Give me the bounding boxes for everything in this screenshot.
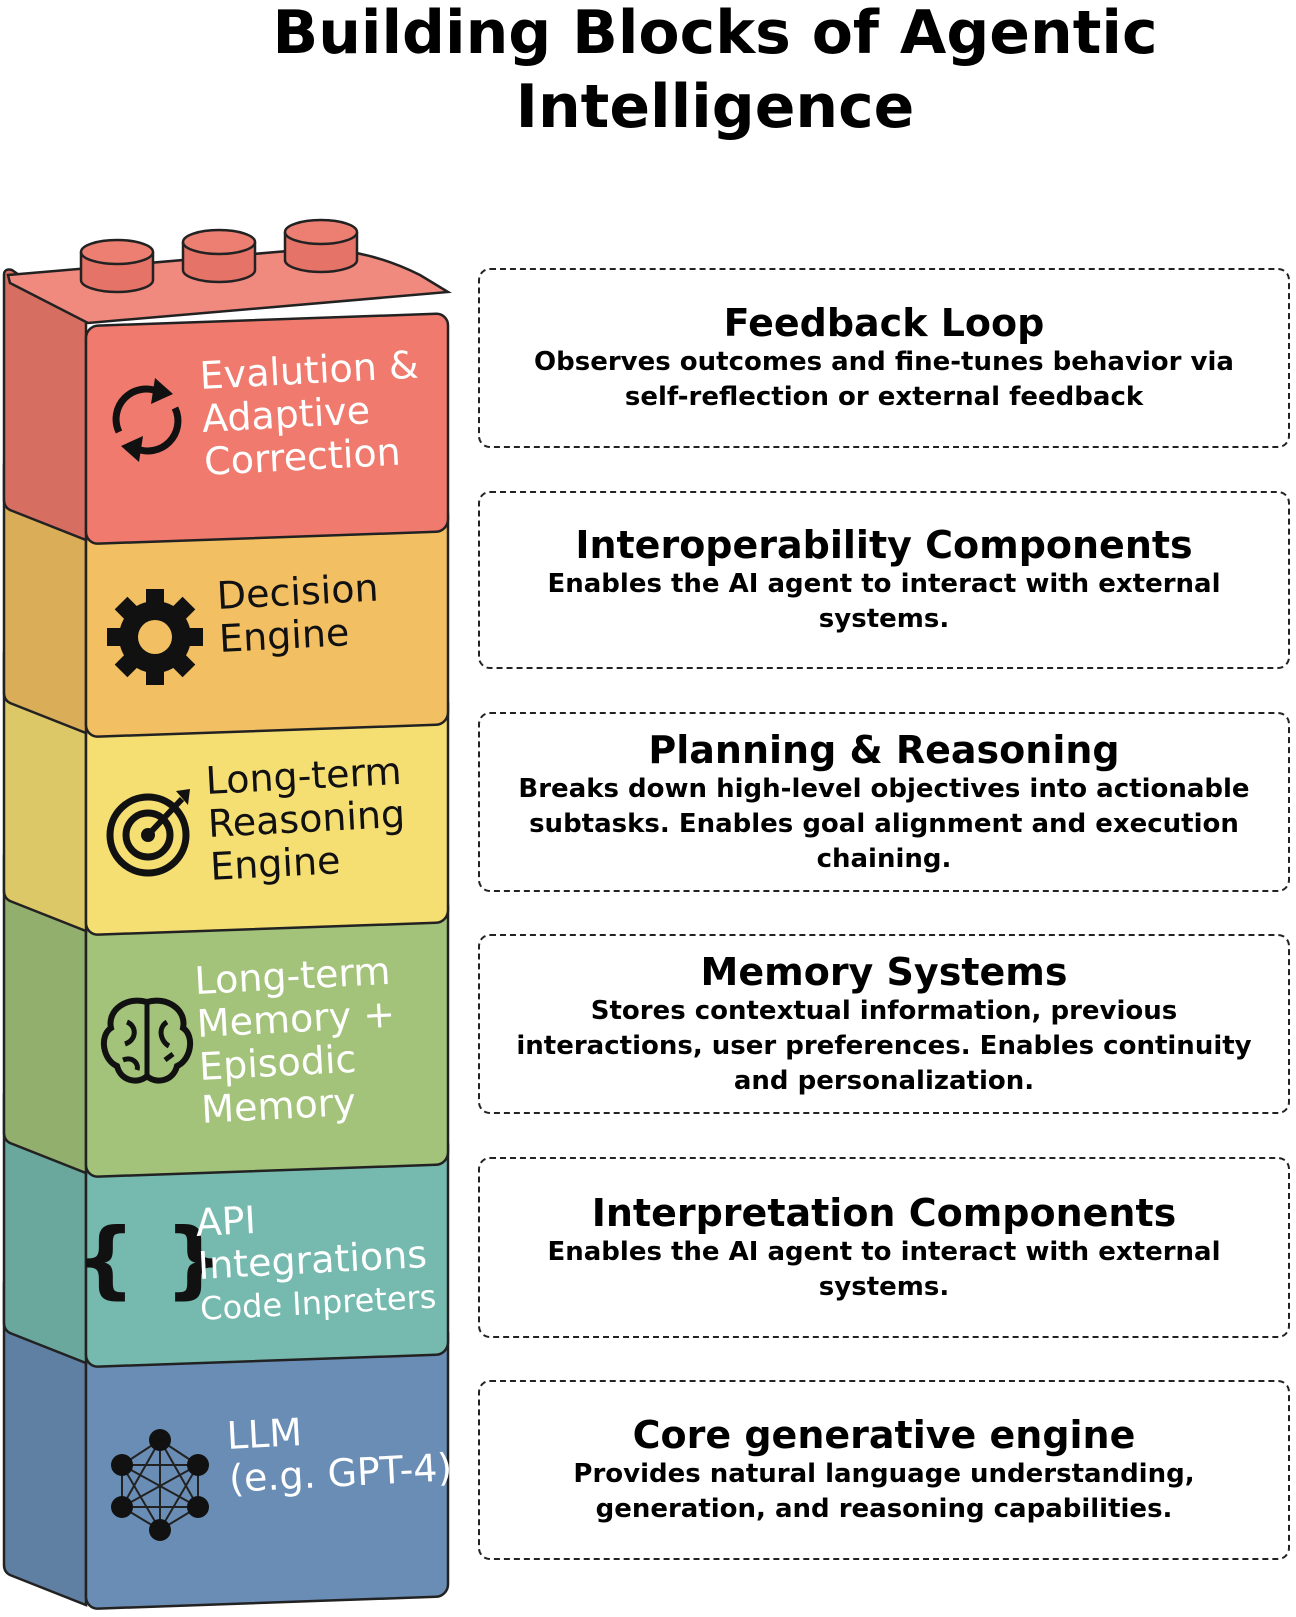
brain-icon: [100, 997, 194, 1084]
block-stack: { }: [2, 218, 452, 1610]
block-0: [2, 268, 450, 545]
block-2: [2, 646, 450, 936]
card-title: Memory Systems: [700, 949, 1068, 994]
stud: [283, 218, 359, 274]
block-top: [6, 218, 452, 325]
page-title: Building Blocks of Agentic Intelligence: [250, 0, 1180, 144]
svg-text:{ }: { }: [76, 1210, 225, 1308]
block-front-face: [84, 312, 450, 545]
block-label-line: Decision: [215, 565, 380, 618]
card-desc: Enables the AI agent to interact with ex…: [547, 1236, 1221, 1302]
block-3: [2, 849, 450, 1178]
card-feedback-loop: Feedback Loop Observes outcomes and fine…: [478, 268, 1290, 448]
refresh-icon: [112, 378, 182, 462]
block-label-line: Engine: [217, 610, 351, 661]
card-desc: Observes outcomes and fine-tunes behavio…: [534, 347, 1234, 412]
card-title: Planning & Reasoning: [648, 727, 1120, 772]
card-planning-reasoning: Planning & Reasoning Breaks down high-le…: [478, 712, 1290, 892]
card-desc: Breaks down high-level objectives into a…: [518, 773, 1250, 874]
stud: [181, 228, 257, 284]
card-desc: Stores contextual information, previous …: [516, 995, 1252, 1096]
card-desc: Provides natural language understanding,…: [573, 1459, 1195, 1524]
card-title: Interpretation Components: [591, 1190, 1177, 1235]
card-desc: Enables the AI agent to interact with ex…: [547, 569, 1221, 634]
target-icon: [106, 789, 190, 877]
block-label-5: LLM(e.g. GPT-4): [226, 1403, 454, 1501]
card-memory-systems: Memory Systems Stores contextual informa…: [478, 934, 1290, 1114]
card-core-engine: Core generative engine Provides natural …: [478, 1380, 1290, 1560]
title-line-1: Building Blocks of Agentic: [272, 0, 1158, 68]
card-title: Core generative engine: [632, 1413, 1136, 1457]
card-interoperability: Interoperability Components Enables the …: [478, 491, 1290, 669]
curly-braces-icon: { }: [76, 1210, 225, 1308]
gear-icon: [107, 589, 203, 685]
card-title: Feedback Loop: [723, 301, 1045, 345]
card-interpretation: Interpretation Components Enables the AI…: [478, 1157, 1290, 1338]
stud: [79, 238, 155, 294]
title-line-2: Intelligence: [515, 72, 915, 142]
block-side-face: [2, 268, 88, 542]
neural-network-icon: [111, 1429, 209, 1541]
card-title: Interoperability Components: [575, 523, 1193, 567]
